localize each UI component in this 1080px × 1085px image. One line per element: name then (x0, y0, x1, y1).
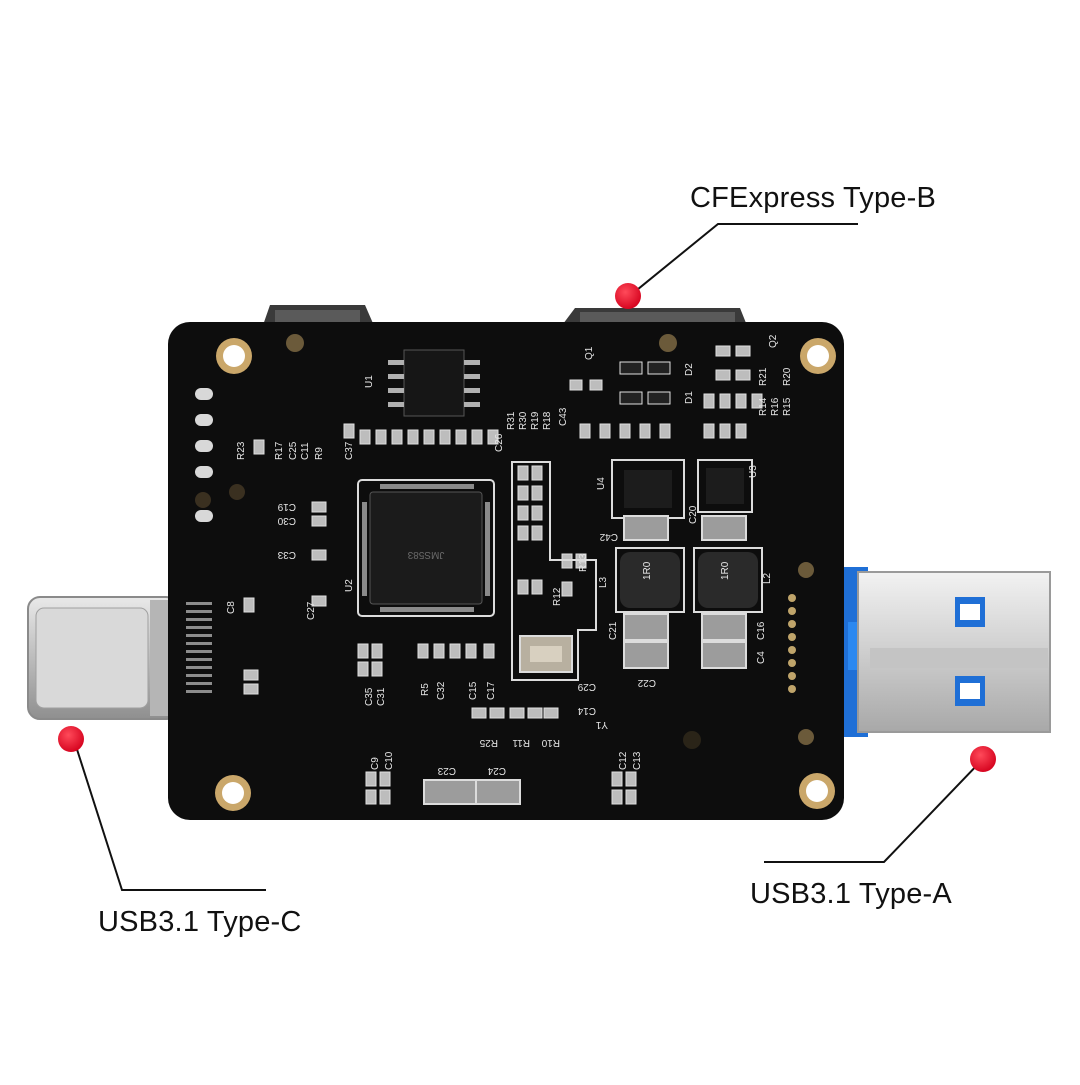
silk-inductor-l3: 1R0 (642, 561, 653, 580)
silk-u1: U1 (364, 375, 375, 388)
silk-c17: C17 (486, 681, 497, 700)
controller-chip: JMS583 (357, 479, 495, 617)
callout-label-cfexpress: CFExpress Type-B (690, 182, 937, 214)
usb-a-connector (810, 567, 1051, 737)
silk-q2: Q2 (768, 334, 779, 348)
silk-c15: C15 (468, 681, 479, 700)
usb-c-pins (186, 602, 212, 693)
regulator-chips (611, 459, 753, 519)
silk-c16: C16 (756, 621, 767, 640)
silk-r19: R19 (530, 411, 541, 430)
silk-r17: R17 (274, 441, 285, 460)
silk-c21: C21 (608, 621, 619, 640)
silk-r18: R18 (542, 411, 553, 430)
crystal-oscillator (519, 635, 573, 673)
silk-c37: C37 (344, 441, 355, 460)
silk-r16: R16 (770, 397, 781, 416)
edge-test-pads (195, 388, 213, 522)
silk-u2: U2 (344, 579, 355, 592)
silk-r25: R25 (479, 737, 498, 748)
silk-r20: R20 (782, 367, 793, 386)
marker-dot-cfexpress (615, 283, 641, 309)
leader-line-usb-a (764, 759, 983, 863)
silk-c10: C10 (384, 751, 395, 770)
silk-c43: C43 (558, 407, 569, 426)
silk-c31: C31 (376, 687, 387, 706)
silk-c11: C11 (300, 442, 311, 460)
silk-c27: C27 (306, 601, 317, 620)
silk-r23: R23 (236, 441, 247, 460)
silk-r14: R14 (758, 397, 769, 416)
leader-lines (73, 223, 983, 891)
silk-c23: C23 (437, 765, 456, 776)
silk-r10: R10 (541, 737, 560, 748)
silkscreen-outline (511, 461, 597, 681)
silk-c24: C24 (487, 765, 506, 776)
silk-r21: R21 (758, 367, 769, 386)
silk-d1: D1 (684, 391, 695, 404)
silk-c20: C20 (688, 505, 699, 524)
silk-c35: C35 (364, 687, 375, 706)
silk-c13: C13 (632, 751, 643, 770)
leader-line-usb-c (73, 739, 266, 891)
silk-r31: R31 (506, 411, 517, 430)
silk-c12: C12 (618, 751, 629, 770)
silk-inductor-l2: 1R0 (720, 561, 731, 580)
silk-u4: U4 (596, 477, 607, 490)
silk-r11: R11 (512, 737, 530, 748)
callout-label-usb-a: USB3.1 Type-A (750, 878, 952, 910)
callout-markers (58, 283, 996, 772)
silkscreen-labels: U1 U2 U3 U4 L2 L3 Q1 Q2 D1 D2 Y1 1R0 1R0… (226, 334, 793, 776)
silk-c25: C25 (288, 441, 299, 460)
silk-c26: C26 (494, 433, 505, 452)
silk-c14: C14 (577, 705, 596, 716)
usb-a-pins (788, 562, 814, 745)
silk-c22: C22 (637, 677, 656, 688)
silk-r12: R12 (552, 587, 563, 606)
callout-label-usb-c: USB3.1 Type-C (98, 906, 302, 938)
svg-text:JMS583: JMS583 (407, 549, 444, 560)
silk-r30: R30 (518, 411, 529, 430)
marker-dot-usb-c (58, 726, 84, 752)
silk-r13: R13 (578, 553, 589, 572)
silk-l3: L3 (598, 576, 609, 588)
silk-r5: R5 (420, 683, 431, 696)
silk-c42: C42 (599, 531, 618, 542)
silk-c8: C8 (226, 601, 237, 614)
silk-r15: R15 (782, 397, 793, 416)
silk-l2: L2 (762, 572, 773, 584)
silk-u3: U3 (748, 465, 759, 478)
smd-components (243, 345, 763, 805)
usb-c-connector (27, 596, 180, 720)
pcb-board (168, 322, 844, 820)
silk-c9: C9 (370, 757, 381, 770)
mounting-holes (195, 334, 836, 811)
silk-y1: Y1 (595, 719, 608, 730)
silk-c33: C33 (277, 549, 296, 560)
silk-q1: Q1 (584, 346, 595, 360)
marker-dot-usb-a (970, 746, 996, 772)
silk-r9: R9 (314, 447, 325, 460)
capacitors (423, 515, 747, 805)
silk-c30: C30 (277, 515, 296, 526)
silk-c29: C29 (577, 681, 596, 692)
silk-d2: D2 (684, 363, 695, 376)
inductors (615, 547, 763, 613)
silk-c19: C19 (277, 501, 296, 512)
leader-line-cfexpress (631, 223, 858, 295)
silk-c4: C4 (756, 651, 767, 664)
silk-c32: C32 (436, 681, 447, 700)
eeprom-chip (388, 349, 480, 417)
